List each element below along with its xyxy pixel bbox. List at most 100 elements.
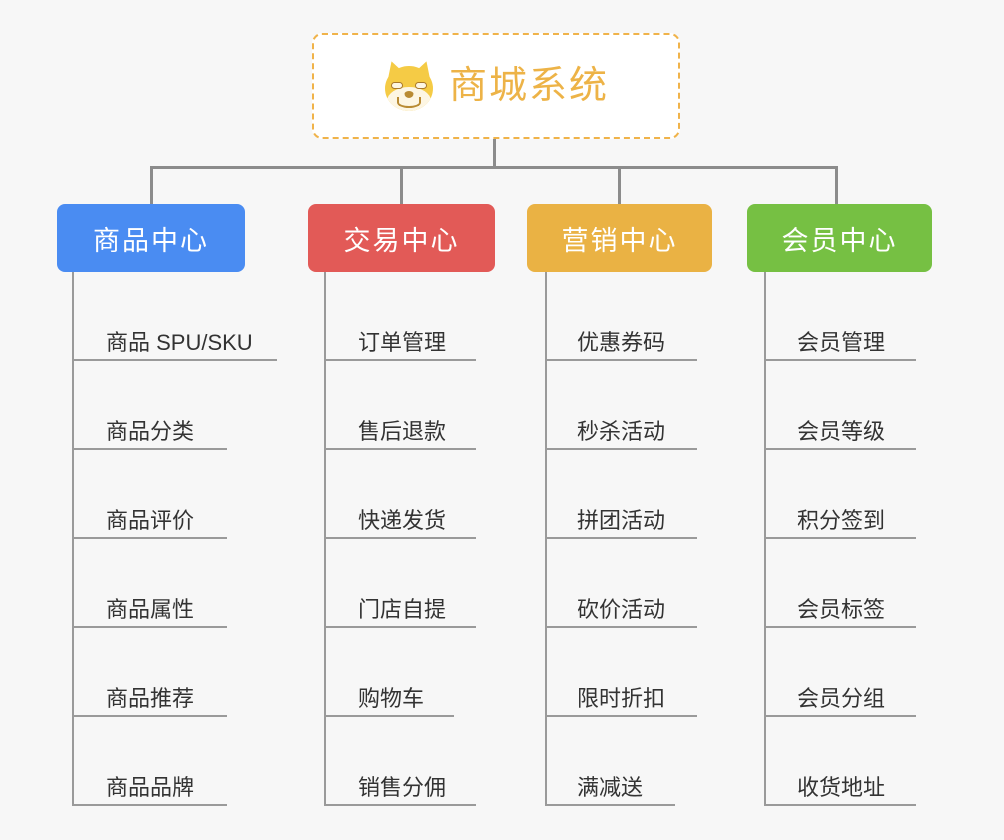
category-label: 会员中心 <box>781 225 898 256</box>
leaf-item[interactable]: 收货地址 <box>747 717 977 806</box>
leaf-label: 商品 SPU/SKU <box>106 330 253 355</box>
leaf-label: 会员分组 <box>797 686 886 711</box>
leaf-item[interactable]: 销售分佣 <box>308 717 538 806</box>
branch-spine <box>324 272 326 806</box>
category-header-product-center[interactable]: 商品中心 <box>57 204 245 272</box>
root-node-title: 商城系统 <box>448 65 609 107</box>
leaf-item[interactable]: 商品分类 <box>57 361 307 450</box>
leaf-label: 优惠券码 <box>577 330 666 355</box>
leaf-underline <box>764 448 916 450</box>
category-label: 交易中心 <box>343 225 460 256</box>
leaf-label: 快递发货 <box>358 508 447 533</box>
leaf-underline <box>324 804 476 806</box>
branch-spine <box>764 272 766 806</box>
leaf-underline <box>72 448 227 450</box>
leaf-label: 商品评价 <box>106 508 195 533</box>
leaf-underline <box>72 804 227 806</box>
connector-drop-product-center <box>150 166 153 204</box>
leaf-underline <box>72 359 277 361</box>
leaf-label: 售后退款 <box>358 419 447 444</box>
category-header-trade-center[interactable]: 交易中心 <box>308 204 495 272</box>
category-header-member-center[interactable]: 会员中心 <box>747 204 932 272</box>
branch-column-marketing-center: 营销中心 优惠券码 秒杀活动 拼团活动 砍价活动 限时折扣 <box>527 204 757 806</box>
leaf-item[interactable]: 满减送 <box>527 717 757 806</box>
leaf-item[interactable]: 会员标签 <box>747 539 977 628</box>
leaf-underline <box>545 448 697 450</box>
leaf-label: 商品分类 <box>106 419 195 444</box>
leaf-underline <box>72 715 227 717</box>
leaf-label: 秒杀活动 <box>577 419 666 444</box>
leaf-label: 满减送 <box>577 775 644 800</box>
leaf-list-product-center: 商品 SPU/SKU 商品分类 商品评价 商品属性 商品推荐 商品品牌 <box>57 272 307 806</box>
leaf-item[interactable]: 砍价活动 <box>527 539 757 628</box>
leaf-underline <box>764 359 916 361</box>
root-node-shop-system[interactable]: 商城系统 <box>312 33 680 139</box>
leaf-item[interactable]: 商品属性 <box>57 539 307 628</box>
leaf-label: 限时折扣 <box>577 686 666 711</box>
leaf-item[interactable]: 商品评价 <box>57 450 307 539</box>
leaf-label: 会员等级 <box>797 419 886 444</box>
leaf-underline <box>72 537 227 539</box>
leaf-label: 商品推荐 <box>106 686 195 711</box>
branch-spine <box>72 272 74 806</box>
leaf-underline <box>545 715 697 717</box>
leaf-label: 门店自提 <box>358 597 447 622</box>
category-header-marketing-center[interactable]: 营销中心 <box>527 204 712 272</box>
leaf-item[interactable]: 积分签到 <box>747 450 977 539</box>
leaf-underline <box>545 537 697 539</box>
leaf-underline <box>324 359 476 361</box>
leaf-underline <box>764 804 916 806</box>
leaf-underline <box>545 626 697 628</box>
branch-column-member-center: 会员中心 会员管理 会员等级 积分签到 会员标签 会员分组 <box>747 204 977 806</box>
category-label: 营销中心 <box>561 225 678 256</box>
branch-column-product-center: 商品中心 商品 SPU/SKU 商品分类 商品评价 商品属性 商品推荐 <box>57 204 307 806</box>
connector-drop-member-center <box>835 166 838 204</box>
leaf-item[interactable]: 会员管理 <box>747 272 977 361</box>
leaf-item[interactable]: 订单管理 <box>308 272 538 361</box>
leaf-item[interactable]: 商品推荐 <box>57 628 307 717</box>
leaf-list-member-center: 会员管理 会员等级 积分签到 会员标签 会员分组 收货地址 <box>747 272 977 806</box>
leaf-label: 拼团活动 <box>577 508 666 533</box>
leaf-list-marketing-center: 优惠券码 秒杀活动 拼团活动 砍价活动 限时折扣 满减送 <box>527 272 757 806</box>
leaf-item[interactable]: 拼团活动 <box>527 450 757 539</box>
leaf-label: 订单管理 <box>358 330 447 355</box>
leaf-label: 销售分佣 <box>358 775 447 800</box>
leaf-underline <box>324 626 476 628</box>
leaf-underline <box>545 359 697 361</box>
branch-column-trade-center: 交易中心 订单管理 售后退款 快递发货 门店自提 购物车 <box>308 204 538 806</box>
leaf-label: 商品属性 <box>106 597 195 622</box>
connector-drop-marketing-center <box>618 166 621 204</box>
leaf-underline <box>764 626 916 628</box>
leaf-item[interactable]: 会员分组 <box>747 628 977 717</box>
leaf-list-trade-center: 订单管理 售后退款 快递发货 门店自提 购物车 销售分佣 <box>308 272 538 806</box>
leaf-underline <box>72 626 227 628</box>
leaf-underline <box>324 448 476 450</box>
leaf-item[interactable]: 快递发货 <box>308 450 538 539</box>
leaf-item[interactable]: 会员等级 <box>747 361 977 450</box>
connector-horizontal-bus <box>150 166 838 169</box>
leaf-underline <box>764 715 916 717</box>
leaf-label: 会员管理 <box>797 330 886 355</box>
leaf-label: 购物车 <box>358 686 425 711</box>
leaf-label: 商品品牌 <box>106 775 195 800</box>
connector-root-stem <box>493 139 496 169</box>
leaf-item[interactable]: 购物车 <box>308 628 538 717</box>
leaf-item[interactable]: 优惠券码 <box>527 272 757 361</box>
leaf-item[interactable]: 秒杀活动 <box>527 361 757 450</box>
leaf-item[interactable]: 门店自提 <box>308 539 538 628</box>
leaf-label: 积分签到 <box>797 508 886 533</box>
leaf-item[interactable]: 限时折扣 <box>527 628 757 717</box>
leaf-label: 收货地址 <box>797 775 886 800</box>
leaf-underline <box>324 537 476 539</box>
branch-spine <box>545 272 547 806</box>
category-label: 商品中心 <box>93 225 209 256</box>
leaf-label: 砍价活动 <box>577 597 666 622</box>
leaf-item[interactable]: 商品 SPU/SKU <box>57 272 307 361</box>
leaf-underline <box>545 804 675 806</box>
connector-drop-trade-center <box>400 166 403 204</box>
leaf-underline <box>324 715 454 717</box>
leaf-item[interactable]: 售后退款 <box>308 361 538 450</box>
leaf-label: 会员标签 <box>797 597 886 622</box>
leaf-item[interactable]: 商品品牌 <box>57 717 307 806</box>
